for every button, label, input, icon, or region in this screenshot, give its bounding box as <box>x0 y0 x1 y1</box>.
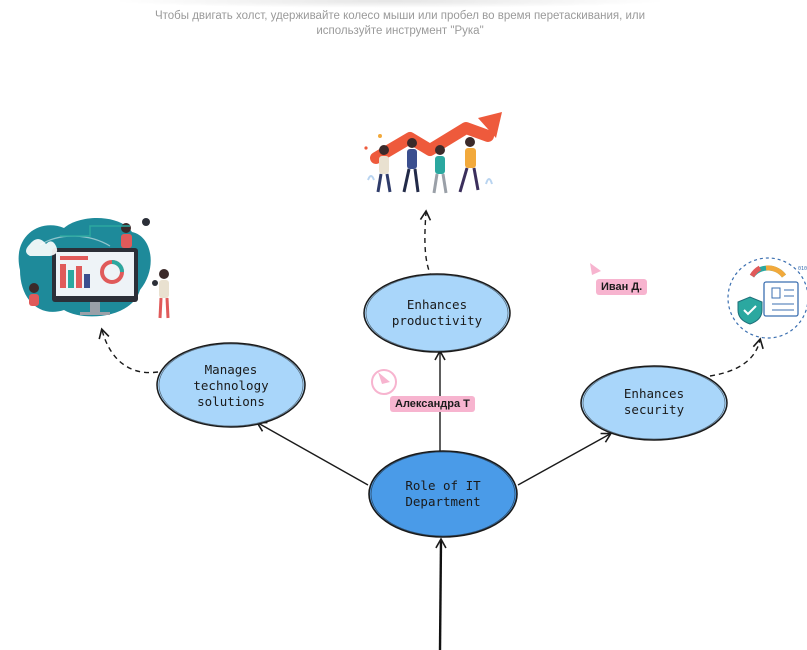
node-security[interactable] <box>580 365 728 441</box>
team-growth-illustration[interactable] <box>364 112 502 194</box>
dashed-connector-manages <box>98 327 159 374</box>
connector-center-manages <box>255 421 369 486</box>
node-productivity[interactable] <box>363 273 511 353</box>
svg-text:0101: 0101 <box>798 266 807 272</box>
connector-bottom <box>435 537 447 650</box>
dashed-connector-productivity <box>419 209 433 279</box>
node-manages[interactable] <box>156 342 306 428</box>
collaborator-tag-alexandra: Александра Т <box>390 396 475 412</box>
cursor-ivan <box>590 263 601 275</box>
cursor-alexandra <box>371 369 397 395</box>
canvas-hint-line-2: используйте инструмент "Рука" <box>316 25 484 37</box>
top-shadow <box>110 0 670 8</box>
collaborator-tag-ivan: Иван Д. <box>596 279 648 295</box>
dashed-connector-security <box>709 337 764 377</box>
connector-center-security <box>517 432 613 486</box>
security-dashboard-illustration[interactable]: 0101 <box>727 257 807 339</box>
it-workstation-illustration[interactable] <box>18 217 170 319</box>
canvas-hint-line-1: Чтобы двигать холст, удерживайте колесо … <box>154 10 646 22</box>
node-center[interactable] <box>368 450 518 538</box>
canvas-hint: Чтобы двигать холст, удерживайте колесо … <box>120 9 680 39</box>
